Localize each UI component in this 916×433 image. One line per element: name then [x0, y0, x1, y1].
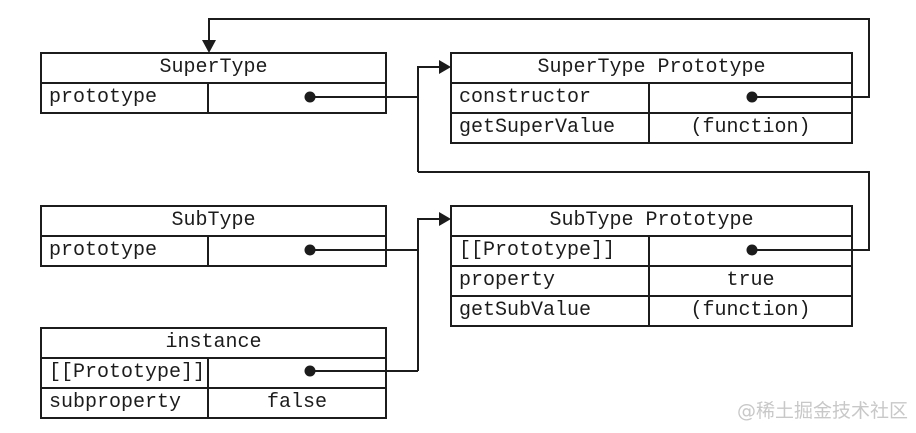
row-value-true: true — [726, 269, 775, 292]
subtype-box-title: SubType — [42, 207, 385, 237]
row-label-prototype: prototype — [42, 237, 210, 265]
table-row: prototype — [42, 84, 385, 112]
supertype-prototype-box: SuperType Prototype constructor getSuper… — [450, 52, 853, 144]
supertype-box-title: SuperType — [42, 54, 385, 84]
row-value-pointer — [209, 84, 385, 112]
subtype-prototype-box-title: SubType Prototype — [452, 207, 851, 237]
row-label-internal-prototype: [[Prototype]] — [42, 359, 210, 387]
table-row: property true — [452, 267, 851, 297]
instance-box: instance [[Prototype]] subproperty false — [40, 327, 387, 419]
row-value-pointer — [650, 237, 851, 265]
table-row: [[Prototype]] — [42, 359, 385, 389]
instance-box-title: instance — [42, 329, 385, 359]
subtype-box: SubType prototype — [40, 205, 387, 267]
row-label-property: property — [452, 267, 650, 295]
row-value-pointer — [209, 237, 385, 265]
table-row: prototype — [42, 237, 385, 265]
table-row: constructor — [452, 84, 851, 114]
row-label-getsupervalue: getSuperValue — [452, 114, 650, 142]
row-label-getsubvalue: getSubValue — [452, 297, 650, 325]
table-row: subproperty false — [42, 389, 385, 417]
arrow-trunk-into-subtype-prototype-box — [417, 212, 451, 371]
row-value-pointer — [650, 84, 851, 112]
row-value-pointer — [209, 359, 385, 387]
arrow-trunk-into-supertype-prototype-box — [417, 60, 451, 172]
subtype-prototype-box: SubType Prototype [[Prototype]] property… — [450, 205, 853, 327]
row-value-function: (function) — [690, 116, 811, 139]
table-row: getSubValue (function) — [452, 297, 851, 325]
row-value-false: false — [267, 391, 328, 414]
row-label-constructor: constructor — [452, 84, 650, 112]
watermark-text: @稀土掘金技术社区 — [736, 400, 908, 422]
row-value-function: (function) — [690, 299, 811, 322]
row-label-subproperty: subproperty — [42, 389, 210, 417]
row-label-prototype: prototype — [42, 84, 210, 112]
table-row: getSuperValue (function) — [452, 114, 851, 142]
supertype-prototype-box-title: SuperType Prototype — [452, 54, 851, 84]
supertype-box: SuperType prototype — [40, 52, 387, 114]
table-row: [[Prototype]] — [452, 237, 851, 267]
row-label-internal-prototype: [[Prototype]] — [452, 237, 650, 265]
